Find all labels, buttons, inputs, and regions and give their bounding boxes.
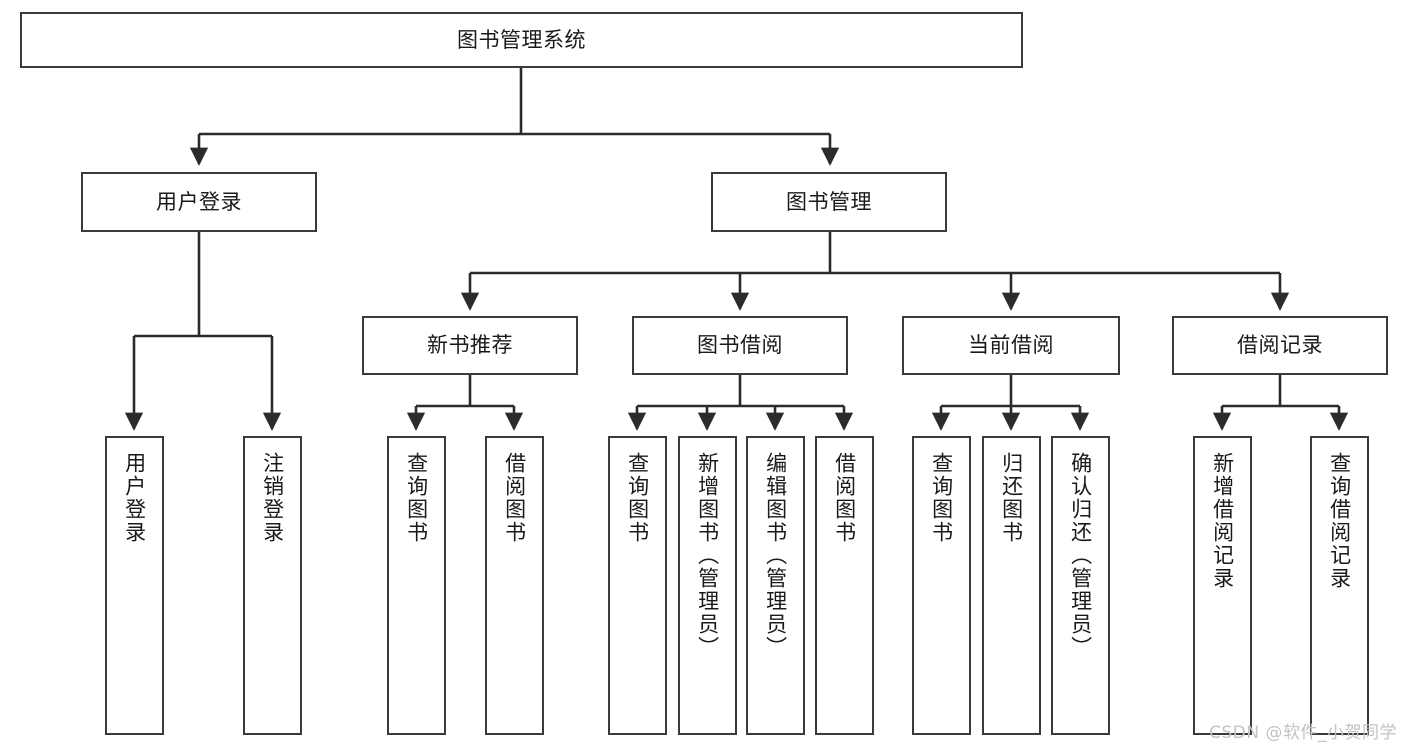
node-label: 当前借阅 <box>968 333 1054 358</box>
leaf-borrow-record-add[interactable]: 新增借阅记录 <box>1193 436 1252 735</box>
node-label: 借阅图书 <box>502 452 527 544</box>
node-label: 查询图书 <box>929 452 954 544</box>
node-label: 注销登录 <box>260 452 285 544</box>
node-label: 新书推荐 <box>427 333 513 358</box>
node-label: 查询借阅记录 <box>1327 452 1352 590</box>
node-label: 图书管理系统 <box>457 27 586 52</box>
node-current-borrow[interactable]: 当前借阅 <box>902 316 1120 375</box>
leaf-user-login-login[interactable]: 用户登录 <box>105 436 164 735</box>
node-label: 查询图书 <box>404 452 429 544</box>
node-book-management[interactable]: 图书管理 <box>711 172 947 232</box>
node-user-login[interactable]: 用户登录 <box>81 172 317 232</box>
leaf-new-book-borrow[interactable]: 借阅图书 <box>485 436 544 735</box>
node-label: 借阅记录 <box>1237 333 1323 358</box>
node-borrow-record[interactable]: 借阅记录 <box>1172 316 1388 375</box>
leaf-current-borrow-query[interactable]: 查询图书 <box>912 436 971 735</box>
watermark-text: CSDN @软件_小贺同学 <box>1209 723 1397 743</box>
node-label: 新增借阅记录 <box>1210 452 1235 590</box>
leaf-book-borrow-edit[interactable]: 编辑图书（管理员） <box>746 436 805 735</box>
node-label: 用户登录 <box>122 452 147 544</box>
leaf-current-borrow-confirm-return[interactable]: 确认归还（管理员） <box>1051 436 1110 735</box>
leaf-current-borrow-return[interactable]: 归还图书 <box>982 436 1041 735</box>
node-label: 图书管理 <box>786 189 872 214</box>
node-new-book-recommend[interactable]: 新书推荐 <box>362 316 578 375</box>
node-label: 图书借阅 <box>697 333 783 358</box>
leaf-borrow-record-query[interactable]: 查询借阅记录 <box>1310 436 1369 735</box>
node-label: 借阅图书 <box>832 452 857 544</box>
leaf-book-borrow-add[interactable]: 新增图书（管理员） <box>678 436 737 735</box>
leaf-new-book-query[interactable]: 查询图书 <box>387 436 446 735</box>
leaf-book-borrow-query[interactable]: 查询图书 <box>608 436 667 735</box>
node-book-borrow[interactable]: 图书借阅 <box>632 316 848 375</box>
node-label: 查询图书 <box>625 452 650 544</box>
node-label: 用户登录 <box>156 189 242 214</box>
node-label: 新增图书（管理员） <box>695 452 720 659</box>
node-label: 归还图书 <box>999 452 1024 544</box>
leaf-user-login-logout[interactable]: 注销登录 <box>243 436 302 735</box>
node-label: 编辑图书（管理员） <box>763 452 788 659</box>
node-label: 确认归还（管理员） <box>1068 452 1093 659</box>
leaf-book-borrow-borrow[interactable]: 借阅图书 <box>815 436 874 735</box>
node-root-system[interactable]: 图书管理系统 <box>20 12 1023 68</box>
